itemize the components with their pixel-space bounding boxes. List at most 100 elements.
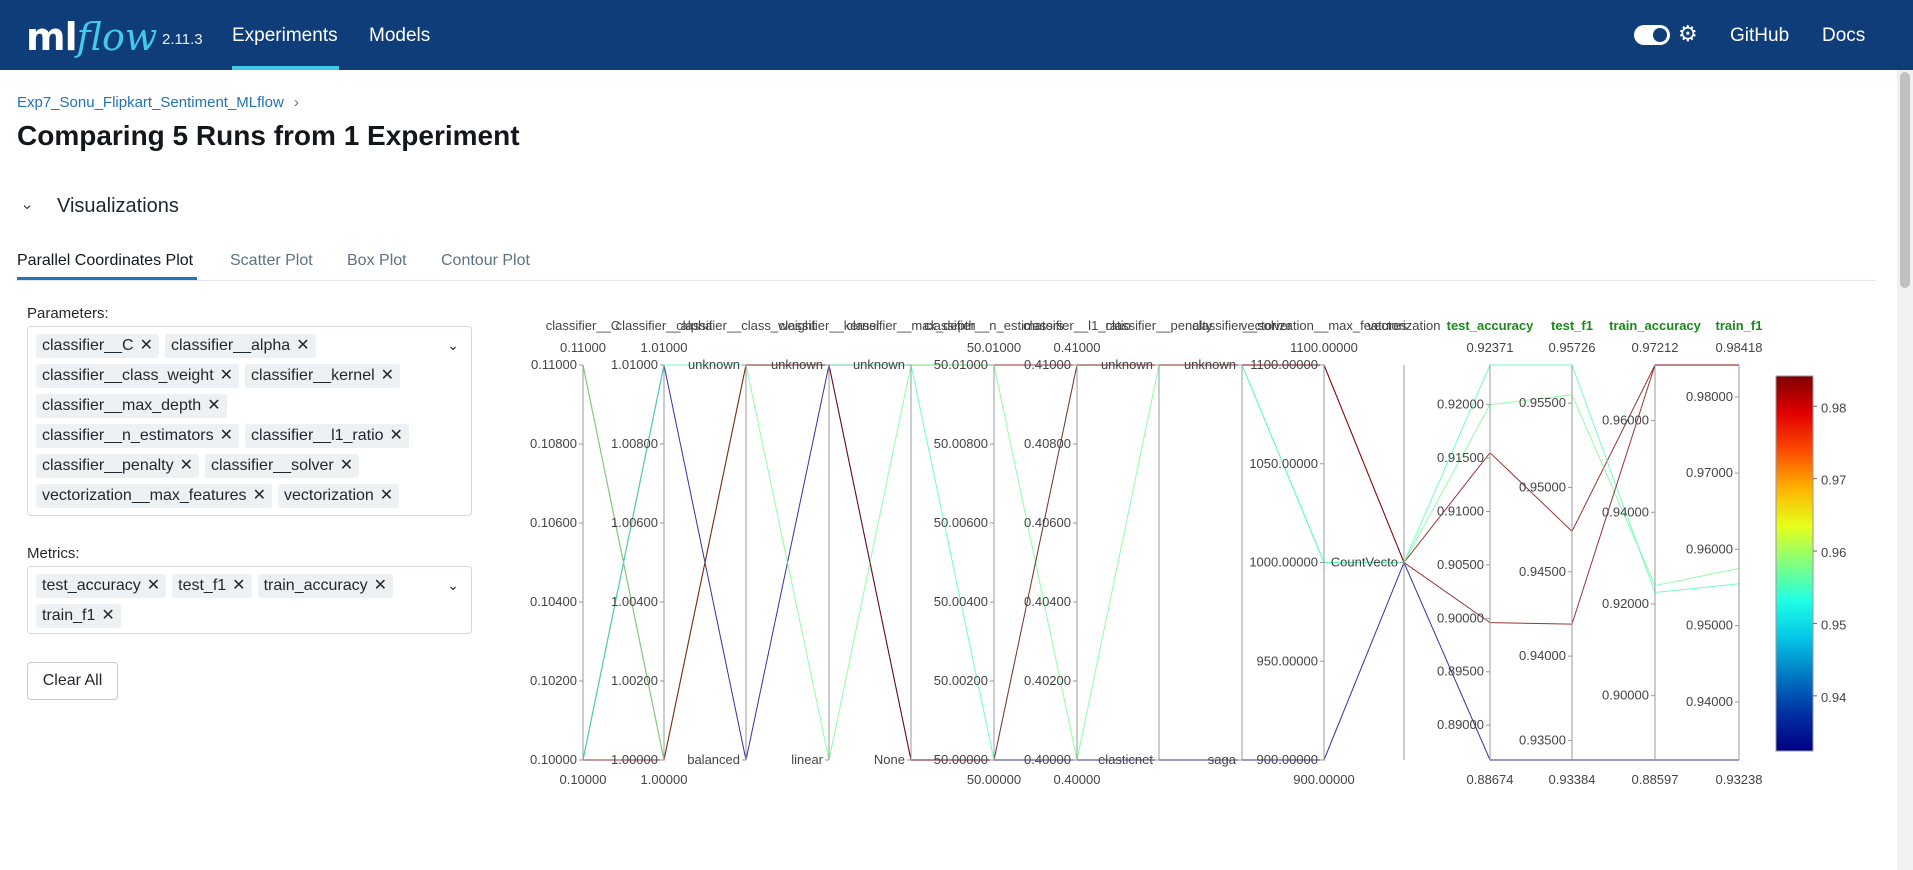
axis-tick-label: 1.00000 xyxy=(611,752,658,767)
scrollbar-thumb[interactable] xyxy=(1900,72,1910,288)
chip-label: classifier__C xyxy=(42,337,134,354)
dark-mode-toggle[interactable] xyxy=(1634,25,1670,45)
selected-chip: vectorization__max_features ✕ xyxy=(36,484,272,508)
visualizations-section-toggle[interactable]: › Visualizations xyxy=(17,195,179,218)
run-line[interactable] xyxy=(582,364,1740,761)
chip-label: vectorization__max_features xyxy=(42,487,247,504)
axis-range-bottom: 0.93384 xyxy=(1549,772,1596,787)
remove-chip-icon[interactable]: ✕ xyxy=(252,487,266,504)
axis-tick-label: 1.00600 xyxy=(611,515,658,530)
remove-chip-icon[interactable]: ✕ xyxy=(219,367,234,384)
chip-label: vectorization xyxy=(283,487,374,504)
run-line[interactable] xyxy=(582,364,1739,761)
tab-contour-plot[interactable]: Contour Plot xyxy=(441,252,530,269)
axis-title: classifier__max_depth xyxy=(846,318,975,333)
axis-range-top: 1100.00000 xyxy=(1290,340,1358,355)
axis-tick-label: CountVecto xyxy=(1331,555,1398,570)
chevron-down-icon[interactable]: ⌄ xyxy=(447,577,459,593)
axis-tick-label: 0.10600 xyxy=(530,515,577,530)
tab-scatter-plot[interactable]: Scatter Plot xyxy=(230,252,313,269)
axis-range-bottom: 0.40000 xyxy=(1054,772,1101,787)
axis-title: test_f1 xyxy=(1551,318,1593,333)
remove-chip-icon[interactable]: ✕ xyxy=(219,427,234,444)
axis-range-top: 0.11000 xyxy=(560,340,606,355)
axis-tick-label: 0.41000 xyxy=(1024,357,1071,372)
page-title: Comparing 5 Runs from 1 Experiment xyxy=(17,120,520,151)
toggle-knob xyxy=(1653,28,1667,42)
axis-tick-label: 0.92000 xyxy=(1602,596,1649,611)
clear-all-button[interactable]: Clear All xyxy=(27,662,118,700)
run-line[interactable] xyxy=(582,364,1740,761)
run-line[interactable] xyxy=(583,364,1739,761)
breadcrumb: Exp7_Sonu_Flipkart_Sentiment_MLflow › xyxy=(17,94,299,111)
axis-range-top: 50.01000 xyxy=(967,340,1021,355)
remove-chip-icon[interactable]: ✕ xyxy=(207,397,221,414)
axis-title: classifier__n_estimators xyxy=(924,318,1064,333)
remove-chip-icon[interactable]: ✕ xyxy=(339,457,354,474)
remove-chip-icon[interactable]: ✕ xyxy=(296,337,310,354)
axis-tick-label: 1050.00000 xyxy=(1249,456,1318,471)
metrics-select[interactable]: ⌄ test_accuracy✕test_f1✕train_accuracy✕t… xyxy=(27,566,472,634)
chevron-down-icon[interactable]: ⌄ xyxy=(447,337,459,353)
selected-chip: classifier__penalty✕ xyxy=(36,454,200,478)
axis-tick-label: 50.00800 xyxy=(934,436,988,451)
axis-tick-label: 0.11000 xyxy=(531,357,577,372)
axis-range-top: 1.01000 xyxy=(641,340,688,355)
remove-chip-icon[interactable]: ✕ xyxy=(139,337,153,354)
nav-docs[interactable]: Docs xyxy=(1822,25,1866,46)
axis-range-top: 0.97212 xyxy=(1632,340,1679,355)
remove-chip-icon[interactable]: ✕ xyxy=(379,487,394,504)
axis-title: classifier__class_weight xyxy=(676,318,816,333)
axis-tick-label: 0.10000 xyxy=(530,752,577,767)
remove-chip-icon[interactable]: ✕ xyxy=(232,577,246,594)
remove-chip-icon[interactable]: ✕ xyxy=(179,457,194,474)
tab-parallel-coordinates[interactable]: Parallel Coordinates Plot xyxy=(17,252,194,269)
nav-models[interactable]: Models xyxy=(369,25,431,46)
nav-github[interactable]: GitHub xyxy=(1730,25,1790,46)
axis-tick-label: 950.00000 xyxy=(1257,653,1318,668)
axis-tick-label: unknown xyxy=(688,357,740,372)
axis-tick-label: 0.91500 xyxy=(1437,450,1484,465)
remove-chip-icon[interactable]: ✕ xyxy=(389,427,403,444)
chip-label: classifier__kernel xyxy=(251,367,375,384)
axis-title: train_accuracy xyxy=(1609,318,1702,333)
chip-label: train_accuracy xyxy=(263,577,368,594)
axis-tick-label: 0.90500 xyxy=(1437,557,1484,572)
chip-label: classifier__n_estimators xyxy=(42,427,214,444)
axis-tick-label: 0.90000 xyxy=(1437,610,1484,625)
parallel-coordinates-chart[interactable]: classifier__C0.110000.100000.110000.1080… xyxy=(520,300,1846,800)
remove-chip-icon[interactable]: ✕ xyxy=(380,367,395,384)
axis-tick-label: 0.40400 xyxy=(1024,594,1071,609)
axis-title: classifier__C xyxy=(546,318,620,333)
colorbar-tick-label: 0.97 xyxy=(1821,473,1846,488)
axis-range-bottom: 0.10000 xyxy=(560,772,607,787)
axis-tick-label: 1000.00000 xyxy=(1249,555,1318,570)
remove-chip-icon[interactable]: ✕ xyxy=(101,607,115,624)
axis-tick-label: 50.01000 xyxy=(934,357,988,372)
tab-box-plot[interactable]: Box Plot xyxy=(347,252,407,269)
axis-range-bottom: 0.88674 xyxy=(1467,772,1514,787)
axis-tick-label: 0.94000 xyxy=(1602,504,1649,519)
breadcrumb-experiment-link[interactable]: Exp7_Sonu_Flipkart_Sentiment_MLflow xyxy=(17,94,284,111)
run-line[interactable] xyxy=(582,364,1739,761)
chip-label: classifier__solver xyxy=(211,457,334,474)
remove-chip-icon[interactable]: ✕ xyxy=(146,577,161,594)
settings-gear-icon[interactable]: ⚙ xyxy=(1678,21,1698,46)
axis-range-top: 0.98418 xyxy=(1716,340,1763,355)
axis-range-top: 0.41000 xyxy=(1054,340,1101,355)
chip-label: test_accuracy xyxy=(42,577,141,594)
axis-tick-label: 0.10400 xyxy=(530,594,577,609)
page-scrollbar[interactable] xyxy=(1897,70,1913,870)
nav-experiments[interactable]: Experiments xyxy=(232,25,338,46)
selected-chip: classifier__max_depth✕ xyxy=(36,394,227,418)
chip-label: train_f1 xyxy=(42,607,96,624)
axis-tick-label: balanced xyxy=(687,752,740,767)
logo-flow-text: flow xyxy=(76,15,158,59)
parameters-label: Parameters: xyxy=(27,305,109,322)
remove-chip-icon[interactable]: ✕ xyxy=(373,577,388,594)
axis-title: classifier__alpha xyxy=(616,318,714,333)
axis-tick-label: unknown xyxy=(1101,357,1153,372)
parameters-select[interactable]: ⌄ classifier__C✕classifier__alpha✕classi… xyxy=(27,326,472,516)
